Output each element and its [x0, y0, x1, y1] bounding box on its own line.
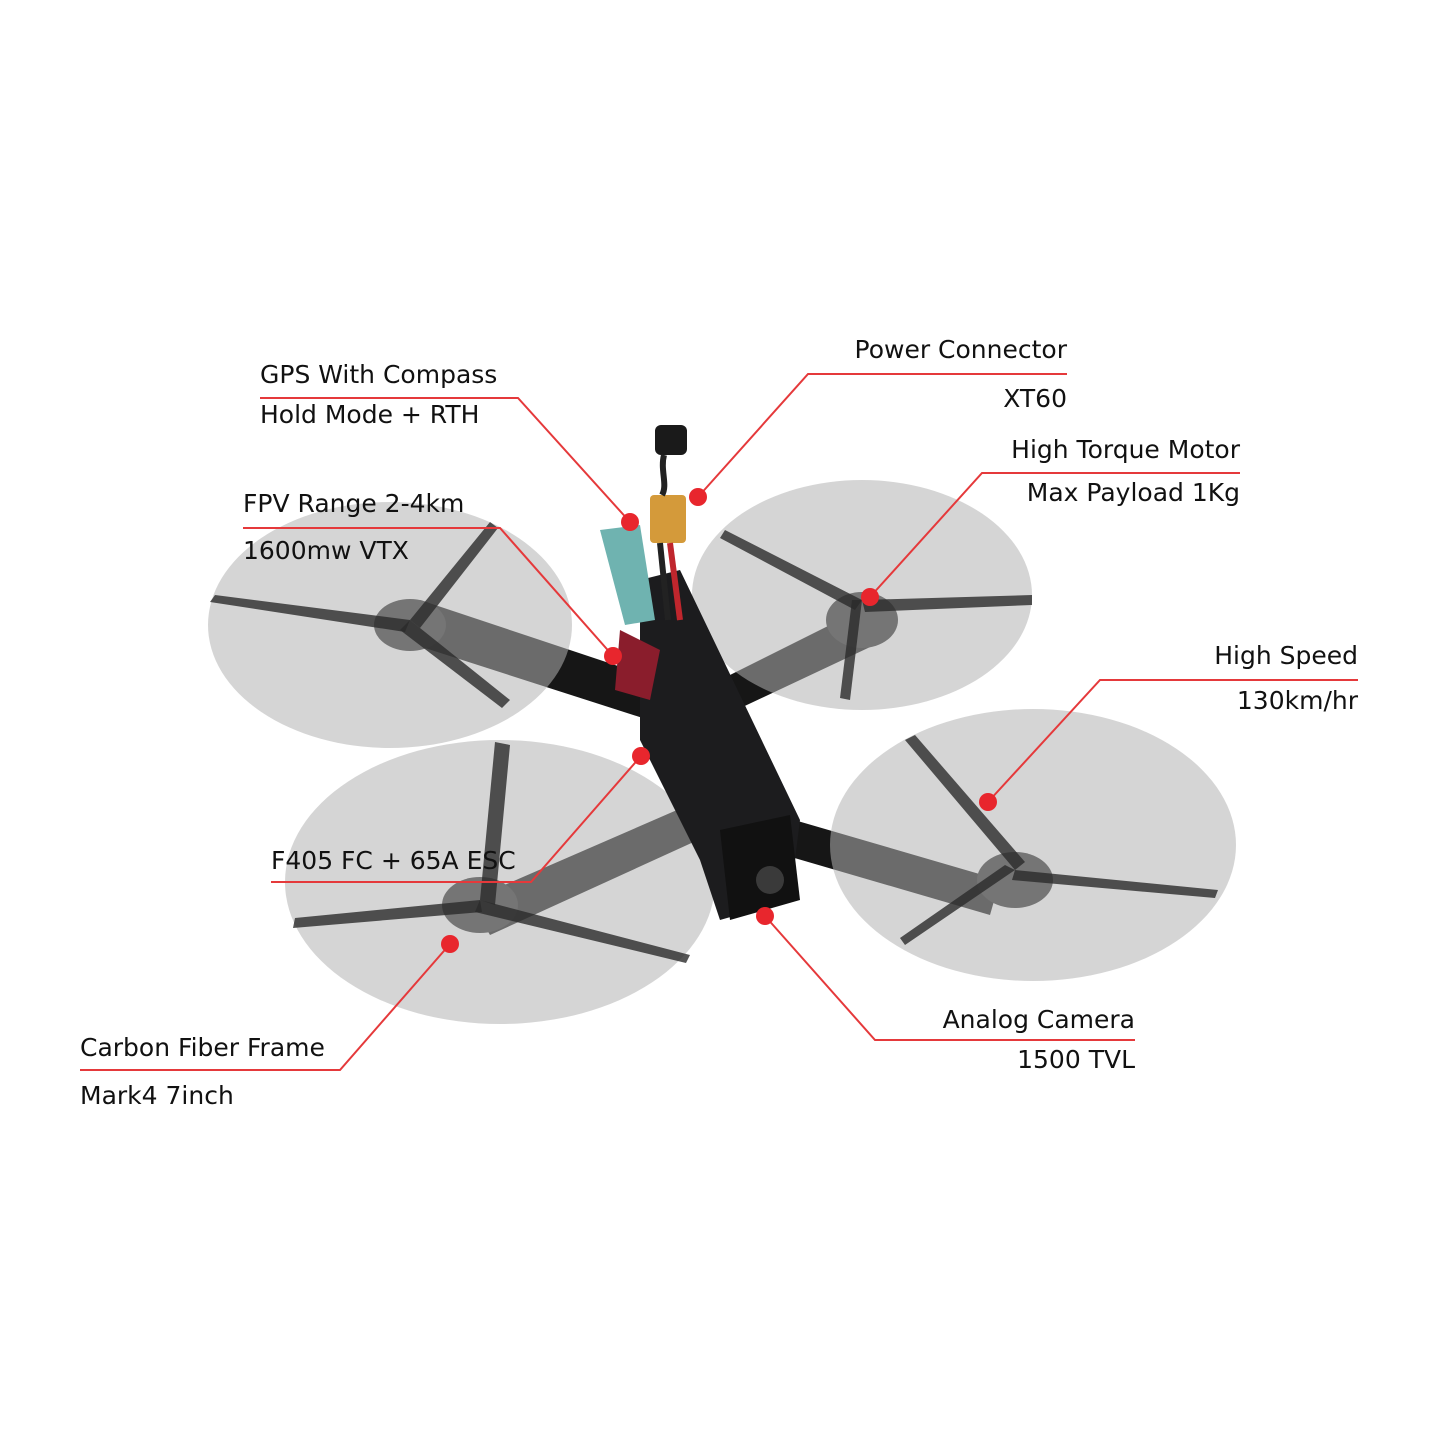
fpv-detail: 1600mw VTX [243, 536, 409, 565]
motor-title: High Torque Motor [1011, 435, 1240, 464]
speed-title: High Speed [1214, 641, 1358, 670]
leader-line-fpv [243, 527, 614, 657]
power-detail: XT60 [1003, 384, 1067, 413]
gps-detail: Hold Mode + RTH [260, 400, 480, 429]
leader-line-power [697, 373, 1067, 498]
marker-fpv [604, 647, 622, 665]
marker-speed [979, 793, 997, 811]
motor-detail: Max Payload 1Kg [1026, 478, 1240, 507]
camera-detail: 1500 TVL [1017, 1045, 1135, 1074]
fc-title: F405 FC + 65A ESC [271, 846, 516, 875]
leader-line-camera [764, 915, 1135, 1041]
leader-line-frame [80, 943, 451, 1071]
speed-detail: 130km/hr [1236, 686, 1358, 715]
marker-camera [756, 907, 774, 925]
power-title: Power Connector [854, 335, 1067, 364]
marker-frame [441, 935, 459, 953]
leader-line-gps [260, 397, 631, 523]
prop-disc-rear-right [830, 709, 1236, 981]
leader-line-fc [271, 755, 642, 883]
marker-power [689, 488, 707, 506]
carbon-frame [600, 425, 800, 920]
marker-dots [441, 488, 997, 953]
marker-fc [632, 747, 650, 765]
leader-lines [80, 373, 1358, 1071]
leader-line-motor [869, 472, 1240, 598]
marker-motor [861, 588, 879, 606]
frame-title: Carbon Fiber Frame [80, 1033, 325, 1062]
camera-title: Analog Camera [942, 1005, 1135, 1034]
marker-gps [621, 513, 639, 531]
propeller-blades [210, 522, 1218, 963]
frame-detail: Mark4 7inch [80, 1081, 234, 1110]
fpv-title: FPV Range 2-4km [243, 489, 465, 518]
leader-line-speed [987, 679, 1358, 803]
gps-title: GPS With Compass [260, 360, 498, 389]
